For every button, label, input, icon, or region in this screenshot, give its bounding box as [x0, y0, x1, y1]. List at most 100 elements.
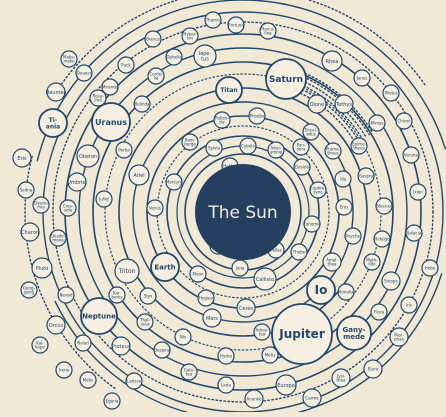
body-epimetheus: Epime-theus	[351, 138, 367, 154]
body-styx: Styx	[140, 288, 156, 304]
body-saturn-label: Saturn	[269, 75, 303, 85]
body-cressida: Cres-sida	[60, 200, 76, 216]
body-nereid: Nereid	[58, 287, 74, 303]
body-mimas: Mimas	[369, 115, 385, 131]
body-himalia: Himalia	[338, 284, 354, 300]
body-flora: Flora	[371, 304, 387, 320]
body-jupiter: Jupiter	[272, 304, 332, 364]
body-eros-label: Eros	[340, 204, 349, 209]
body-uranus: Uranus	[92, 103, 130, 141]
body-nessus-label: Nessus	[377, 203, 391, 208]
body-kerberos: Ker-beros	[109, 287, 125, 303]
body-despina: Despina	[154, 342, 171, 358]
body-eris: Eris	[13, 149, 31, 167]
body-ida: Ida	[335, 171, 351, 187]
body-titan-label: Titan	[220, 87, 237, 94]
body-enceladus: Encel-adus	[303, 124, 319, 140]
body-hygiea: Hygiea	[198, 290, 214, 306]
body-varuna-label: Varuna	[404, 152, 419, 157]
body-hygiea-label: Hygiea	[199, 295, 213, 300]
body-epimetheus-label: Epime-theus	[352, 141, 367, 150]
body-earth-label: Earth	[154, 263, 175, 271]
body-callisto-label: Callisto	[256, 277, 274, 283]
body-bianca: Bianca	[145, 31, 161, 47]
body-ophelia: Ophelia	[166, 49, 182, 65]
body-cordelia: Corde-lia	[148, 68, 164, 84]
body-sedna: Sedna	[18, 182, 34, 198]
body-pasiphae-label: Pasi-phae	[394, 332, 405, 341]
body-ceres-label: Ceres	[239, 306, 254, 312]
body-io: Io	[307, 276, 335, 304]
body-egeria-label: Egeria	[106, 398, 119, 403]
body-pandora: Pan-dora	[293, 139, 309, 155]
body-neptune: Neptune	[81, 298, 117, 334]
body-interamnia: Inter-amnia	[268, 142, 284, 158]
body-pluto: Pluto	[32, 258, 52, 278]
body-elara: Elara	[364, 360, 382, 378]
body-irene: Irene	[56, 362, 72, 378]
body-nessus: Nessus	[376, 198, 392, 214]
body-moon-label: Moon	[193, 271, 204, 276]
body-ariel-label: Ariel	[133, 173, 144, 179]
body-moon: Moon	[190, 266, 206, 282]
body-belinda-label: Belinda	[135, 101, 151, 106]
body-sylvia: Sylvia	[206, 140, 222, 156]
body-puck-label: Puck	[121, 62, 131, 67]
body-interamnia-label: Inter-amnia	[270, 145, 283, 154]
body-makemake: Make-make	[61, 51, 77, 67]
body-sedna-label: Sedna	[20, 187, 33, 192]
body-orcus-label: Orcus	[49, 323, 64, 329]
body-dione-label: Dione	[310, 102, 325, 108]
body-ariel: Ariel	[129, 165, 149, 185]
body-themis: Themis	[205, 12, 221, 28]
body-titan: Titan	[216, 77, 242, 103]
body-psyche: Psyche	[345, 228, 361, 244]
body-uranus-label: Uranus	[95, 118, 127, 127]
body-desdemona: Desde-mona	[50, 230, 66, 246]
body-chiron: Chiron	[396, 113, 412, 129]
body-haumea-label: Haumea	[45, 90, 66, 96]
body-thebe: Thebe	[291, 244, 307, 260]
body-pasiphae: Pasi-phae	[390, 328, 408, 346]
body-thalassa-label: Thal-assa	[139, 317, 151, 326]
body-belinda: Belinda	[134, 96, 150, 112]
body-himalia-label: Himalia	[338, 289, 354, 294]
body-carme-label: Carme	[305, 395, 319, 400]
body-portia-label: Portia	[118, 147, 130, 152]
body-venus-label: Venus	[149, 205, 161, 210]
body-ganymede: Gany-mede	[337, 316, 371, 350]
body-saturn: Saturn	[266, 59, 306, 99]
body-hidalgo: Hidalgo	[374, 231, 390, 247]
body-lysithea: Lysi-thea	[332, 369, 350, 387]
body-prometheus-label: Prome-theus	[326, 146, 341, 155]
body-metis2-label: Metis	[83, 377, 94, 382]
body-earth: Earth	[151, 253, 179, 281]
body-ida-label: Ida	[340, 176, 347, 181]
body-iris: Iris	[401, 297, 417, 313]
body-charon: Charon	[21, 223, 39, 241]
body-chiron-label: Chiron	[398, 118, 411, 123]
body-fortuna: Fortuna	[228, 17, 244, 33]
body-naiad: Naiad	[75, 335, 91, 351]
body-juliet-label: Juliet	[98, 196, 109, 201]
body-callisto: Callisto	[254, 268, 276, 290]
body-juno: Juno	[232, 260, 248, 276]
body-iapetus: Iape-tus	[194, 45, 216, 67]
body-larissa: Larissa	[126, 373, 142, 389]
body-amalthea: Amal-thea	[323, 253, 341, 271]
body-gaspra-label: Gaspra	[359, 173, 374, 178]
body-larissa-label: Larissa	[127, 378, 142, 383]
body-hidalgo-label: Hidalgo	[374, 236, 390, 241]
body-triton-label: Triton	[118, 268, 136, 275]
body-prometheus: Prome-theus	[325, 143, 341, 159]
body-pandora-label: Pan-dora	[296, 142, 306, 151]
body-ophelia-label: Ophelia	[166, 54, 182, 59]
body-ceres: Ceres	[237, 299, 255, 317]
body-makemake-label: Make-make	[63, 54, 76, 63]
body-phoebe: Phoebe	[249, 108, 265, 124]
body-mathilde: Math-ilde	[364, 254, 380, 270]
body-naiad-label: Naiad	[77, 340, 89, 345]
body-gonggong-label: Gong-gong	[23, 285, 36, 294]
